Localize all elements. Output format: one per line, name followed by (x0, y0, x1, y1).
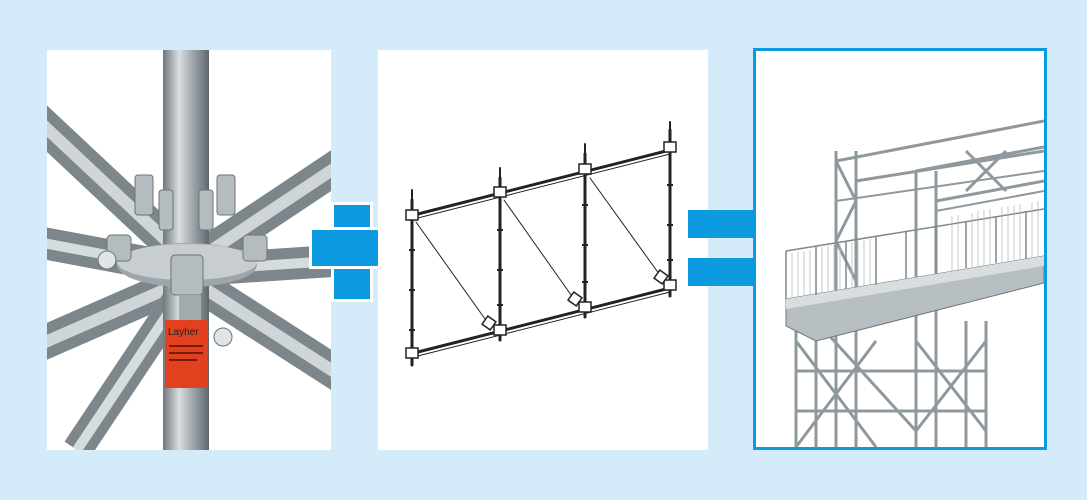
plus-sign-center (334, 230, 370, 266)
bridge-structure-illustration (785, 119, 1044, 447)
frame-illustration (405, 121, 677, 367)
rosette-node-panel: Layher (47, 50, 331, 450)
frame-panel (378, 50, 708, 450)
manufacturer-tag-text: Layher (168, 327, 199, 338)
bridge-structure-panel (753, 48, 1047, 450)
rosette-node-illustration: Layher (47, 50, 331, 450)
